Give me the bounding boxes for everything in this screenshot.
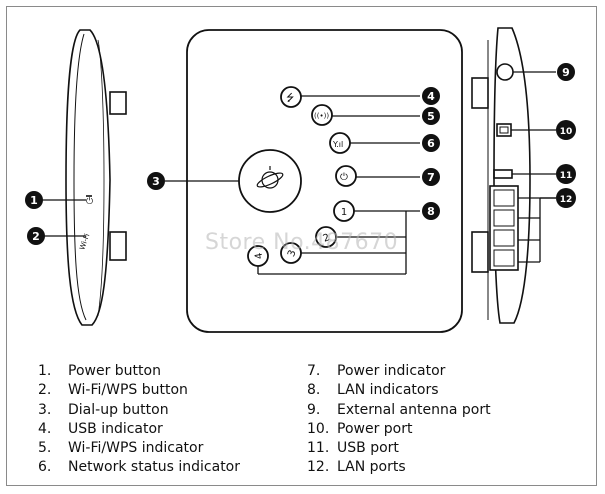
legend-item: 10. Power port [307,420,491,439]
legend-number: 4. [38,420,52,437]
callout-10: 10 [556,120,576,140]
callout-12: 12 [556,188,576,208]
legend-label: Power indicator [337,363,446,379]
callout-number-1: 1 [30,194,38,207]
callout-7: 7 [422,168,440,186]
legend-number: 1. [38,363,52,379]
globe-icon [256,166,284,189]
wifi-wps-indicator [311,104,333,126]
lan-indicator-numbers: 1 2 3 4 [254,207,348,260]
callout-number-3: 3 [152,175,160,188]
right-side-view [471,27,531,324]
legend-item: 6. Network status indicator [38,458,240,477]
callout-number-9: 9 [562,66,570,79]
callout-6: 6 [422,134,440,152]
callout-5: 5 [422,107,440,125]
legend-item: 2. Wi-Fi/WPS button [38,381,240,400]
legend-number: 2. [38,382,52,399]
callout-11: 11 [556,164,576,184]
callout-number-7: 7 [427,171,435,184]
power-icon: ⏻ [86,196,93,207]
leader-lines [42,71,556,275]
legend-number: 11. [307,440,330,457]
legend-item: 5. Wi-Fi/WPS indicator [38,439,240,458]
callout-number-2: 2 [32,230,40,243]
usb-indicator [280,86,302,108]
legend-number: 9. [307,401,321,418]
lan-number-1: 1 [341,207,347,218]
legend-number: 8. [307,382,321,399]
legend-label: USB indicator [68,420,163,437]
lan-number-3: 3 [286,249,299,259]
legend-item: 11. USB port [307,439,491,458]
legend-item: 1. Power button [38,362,240,381]
legend-label: Network status indicator [68,459,240,476]
callout-8: 8 [422,202,440,220]
lan-ports[interactable] [489,185,519,271]
legend-item: 7. Power indicator [307,362,491,381]
callout-9: 9 [557,63,575,81]
legend-label: USB port [337,440,399,457]
legend-label: LAN ports [337,459,406,476]
callout-3: 3 [147,172,165,190]
callout-1: 1 [25,191,43,209]
legend-label: Wi-Fi/WPS button [68,382,188,399]
legend-number: 5. [38,440,52,457]
callout-2: 2 [27,227,45,245]
legend-label: Power button [68,363,161,379]
legend-label: External antenna port [337,401,491,418]
legend-item: 8. LAN indicators [307,381,491,400]
legend-item: 4. USB indicator [38,420,240,439]
callout-number-5: 5 [427,110,435,123]
legend-item: 12. LAN ports [307,458,491,477]
callout-number-6: 6 [427,137,435,150]
watermark: Store No.487670 [205,230,399,255]
legend-number: 10. [307,420,330,437]
legend-number: 12. [307,459,330,476]
legend-left: 1. Power button 2. Wi-Fi/WPS button 3. Dial-u… [38,362,240,478]
wifi-icon: ((•)) [314,112,329,120]
usb-icon: ⭍ [286,92,294,104]
legend-number: 7. [307,363,321,379]
signal-icon: Y.ıl [332,140,343,149]
callout-number-11: 11 [560,171,573,181]
callout-badges: 1 2 3 4 5 6 7 8 9 10 11 12 [25,63,576,245]
legend-right: 7. Power indicator 8. LAN indicators 9. Exter… [307,362,491,478]
power-indicator-icon: ⏻ [340,172,348,183]
legend-number: 3. [38,401,52,418]
legend-number: 6. [38,459,52,476]
callout-4: 4 [422,87,440,105]
legend-label: Dial-up button [68,401,169,418]
callout-number-8: 8 [427,205,435,218]
callout-number-10: 10 [560,127,573,137]
legend-label: Power port [337,420,413,437]
callout-number-4: 4 [427,90,435,103]
power-indicator [335,165,357,187]
legend-item: 3. Dial-up button [38,401,240,420]
left-side-view: ⏻ Wi-Fi [65,29,127,326]
legend-item: 9. External antenna port [307,401,491,420]
lan-number-2: 2 [322,232,332,245]
legend-label: Wi-Fi/WPS indicator [68,440,204,457]
legend-label: LAN indicators [337,382,439,399]
callout-number-12: 12 [560,195,573,205]
lan-number-4: 4 [254,252,266,260]
